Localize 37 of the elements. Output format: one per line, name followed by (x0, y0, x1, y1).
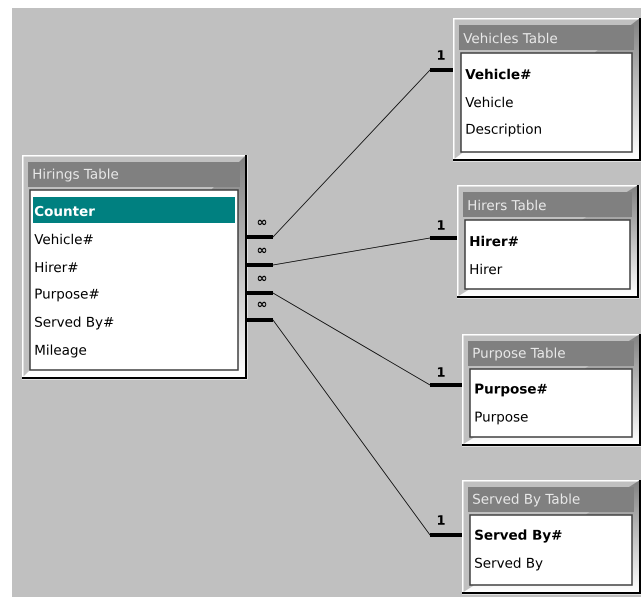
table-box (457, 185, 640, 298)
table-box (462, 334, 641, 446)
cardinality-label: 1 (438, 515, 445, 525)
field-name: Purpose (476, 412, 528, 424)
key-field: Vehicle# (465, 68, 530, 80)
table-title: Hirings Table (34, 168, 118, 182)
field-name: Vehicle# (34, 234, 93, 244)
table-title: Served By Table (473, 493, 580, 507)
field-name: Vehicle (465, 96, 513, 108)
table-title: Vehicles Table (463, 32, 557, 44)
field-name: Served By# (35, 316, 114, 330)
table-title: Hirers Table (468, 200, 546, 210)
relationship-line (246, 291, 462, 387)
table-box (453, 18, 641, 162)
key-field: Purpose# (475, 384, 547, 396)
cardinality-label: 1 (438, 50, 445, 60)
cardinality-label: ∞ (258, 276, 266, 282)
relationship-line (246, 318, 462, 537)
key-field: Served By# (475, 529, 562, 543)
field-name: Purpose# (36, 288, 99, 302)
cardinality-label: ∞ (258, 248, 266, 254)
key-field: Hirer# (470, 236, 518, 246)
table-box (22, 155, 248, 380)
cardinality-label: 1 (438, 220, 445, 230)
cardinality-label: ∞ (258, 302, 266, 308)
relationship-line (246, 68, 454, 239)
field-name: Description (466, 123, 541, 137)
selected-field: Counter (33, 197, 235, 223)
field-name: Served By (475, 557, 543, 571)
field-name: Hirer# (36, 262, 78, 272)
cardinality-label: 1 (438, 367, 445, 377)
relationship-line (246, 236, 458, 267)
field-name: Mileage (36, 344, 86, 358)
cardinality-label: ∞ (258, 220, 266, 226)
table-box (462, 480, 641, 594)
table-title: Purpose Table (474, 347, 565, 361)
field-name: Hirer (470, 264, 502, 274)
